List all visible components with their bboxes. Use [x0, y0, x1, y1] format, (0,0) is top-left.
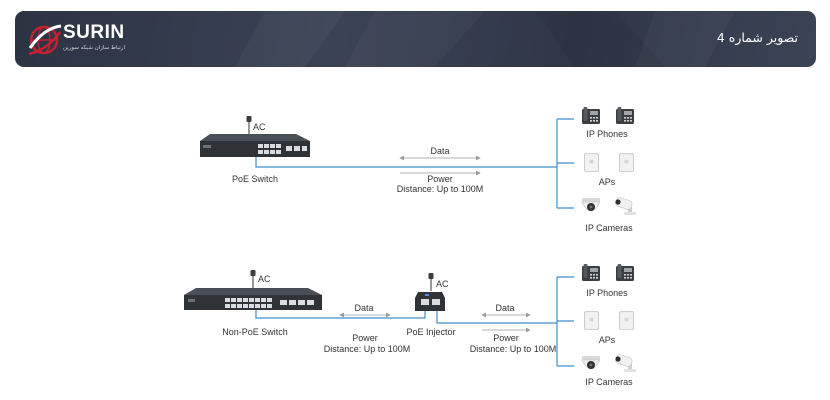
top-bullet-camera-icon	[614, 197, 636, 215]
top-device-branches	[557, 118, 574, 209]
top-ip-cameras-label: IP Cameras	[585, 223, 633, 233]
bottom-ip-phones-label: IP Phones	[586, 288, 628, 298]
top-aps-label: APs	[599, 177, 616, 187]
bottom-left-cable	[255, 310, 426, 319]
header-decoration	[235, 11, 665, 67]
bottom-right-data-label: Data	[495, 303, 514, 313]
top-ap-icon	[619, 153, 634, 172]
non-poe-switch-icon	[184, 288, 322, 310]
bottom-ap-icon	[584, 311, 599, 330]
bottom-aps-label: APs	[599, 335, 616, 345]
bottom-left-data-label: Data	[354, 303, 373, 313]
bottom-left-distance-label: Distance: Up to 100M	[324, 344, 411, 354]
poe-injector-icon	[415, 292, 445, 311]
top-ap-icon	[584, 153, 599, 172]
bottom-ip-phone-icon	[616, 264, 634, 281]
bottom-left-power-label: Power	[352, 333, 378, 343]
injector-ac-label: AC	[436, 279, 449, 289]
bottom-switch-ac-label: AC	[258, 274, 271, 284]
poe-switch-label: PoE Switch	[232, 174, 278, 184]
figure-title: تصویر شماره 4	[716, 30, 798, 45]
bottom-right-power-label: Power	[493, 333, 519, 343]
bottom-switch-ac-plug-icon	[250, 270, 256, 288]
header-banner: SURIN ارتباط سازان شبکه سورین تصویر شمار…	[15, 11, 816, 67]
non-poe-switch-label: Non-PoE Switch	[222, 327, 288, 337]
logo-brand-text: SURIN	[63, 22, 125, 43]
poe-injector-label: PoE Injector	[406, 327, 455, 337]
top-ip-phone-icon	[582, 107, 600, 124]
bottom-device-branches	[557, 276, 574, 367]
globe-logo-icon	[28, 24, 62, 56]
top-power-label: Power	[427, 174, 453, 184]
top-dome-camera-icon	[581, 198, 601, 212]
bottom-ip-phone-icon	[582, 264, 600, 281]
bottom-right-distance-label: Distance: Up to 100M	[470, 344, 557, 354]
injector-ac-plug-icon	[428, 273, 434, 291]
bottom-dome-camera-icon	[581, 356, 601, 370]
bottom-ip-cameras-label: IP Cameras	[585, 377, 633, 387]
surin-logo[interactable]: SURIN ارتباط سازان شبکه سورین	[27, 20, 137, 60]
bottom-ap-icon	[619, 311, 634, 330]
top-ac-label: AC	[253, 122, 266, 132]
top-ip-phones-label: IP Phones	[586, 129, 628, 139]
top-ip-phone-icon	[616, 107, 634, 124]
bottom-bullet-camera-icon	[614, 354, 636, 372]
top-distance-label: Distance: Up to 100M	[397, 184, 484, 194]
top-ac-plug-icon	[246, 116, 252, 134]
poe-switch-icon	[200, 134, 310, 157]
logo-subtitle: ارتباط سازان شبکه سورین	[63, 45, 125, 51]
top-data-label: Data	[430, 146, 449, 156]
top-cable	[255, 157, 557, 168]
bottom-right-cable	[436, 311, 557, 324]
